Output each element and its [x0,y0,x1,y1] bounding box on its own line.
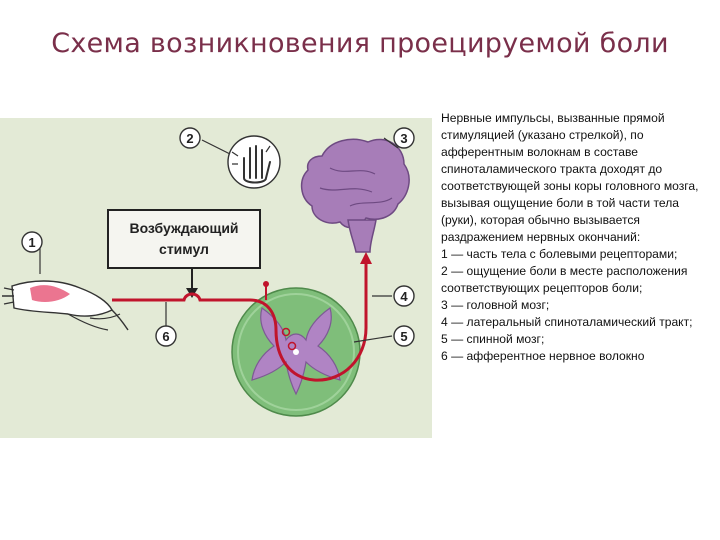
svg-text:6: 6 [162,329,169,344]
callout-3: 3 [393,127,415,149]
callout-2: 2 [179,127,201,149]
callout-5: 5 [393,325,415,347]
stimulus-label-line2: стимул [159,241,209,257]
figure-caption: Нервные импульсы, вызванные прямой стиму… [441,111,699,363]
arm-illustration [2,280,129,331]
svg-text:1: 1 [28,235,35,250]
svg-text:3: 3 [400,131,407,146]
slide-title: Схема возникновения проецируемой боли [51,28,669,59]
svg-text:2: 2 [186,131,193,146]
hand-sensation-icon [227,135,281,189]
callout-1: 1 [21,231,43,253]
nerve-pathway [112,252,372,382]
spinal-cord-section [231,287,361,417]
callout-6: 6 [155,325,177,347]
stimulus-box: Возбуждающий стимул [107,209,261,298]
brain-illustration [300,138,410,253]
svg-text:4: 4 [400,289,408,304]
pain-diagram: Возбуждающий стимул 1 [2,127,415,417]
svg-text:5: 5 [400,329,407,344]
callout-4: 4 [393,285,415,307]
stimulus-label-line1: Возбуждающий [129,220,238,236]
